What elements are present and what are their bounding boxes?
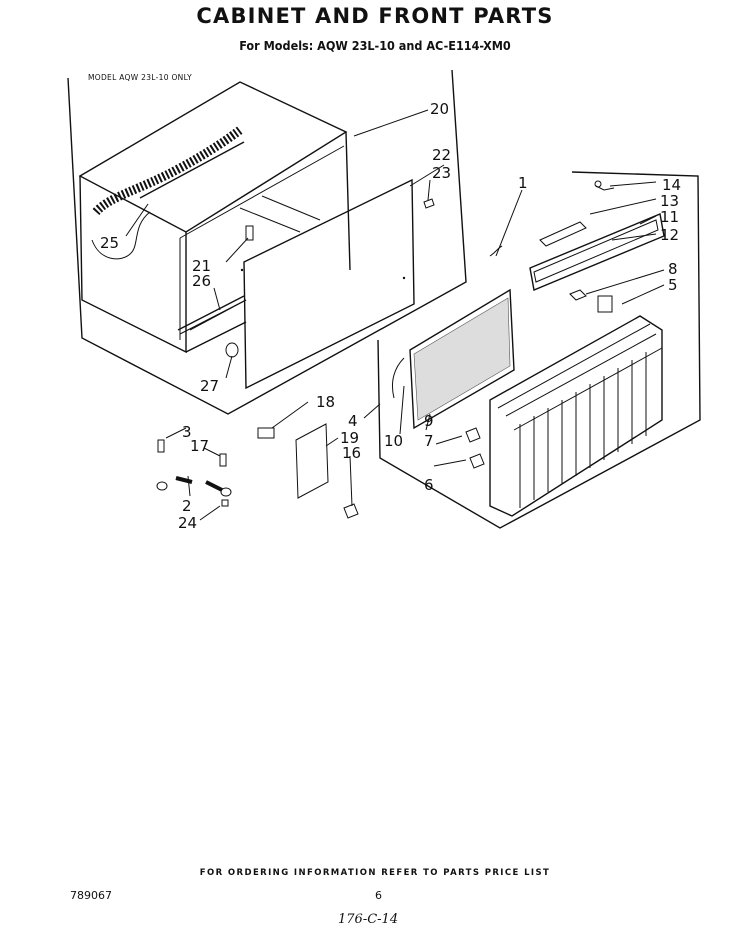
callout-7: 7 bbox=[424, 432, 434, 450]
callout-20: 19 bbox=[340, 429, 359, 447]
callout-21: 20 bbox=[430, 100, 449, 118]
callout-13: 13 bbox=[660, 192, 679, 210]
callout-17: 17 bbox=[190, 437, 209, 455]
callout-22: 21 bbox=[192, 257, 211, 275]
front-inset-frame bbox=[377, 171, 701, 529]
callout-1: 1 bbox=[518, 174, 528, 192]
callout-11: 11 bbox=[660, 208, 679, 226]
grille-louvers bbox=[519, 352, 647, 508]
callout-6: 6 bbox=[424, 476, 434, 494]
callout-12: 12 bbox=[660, 226, 679, 244]
callout-23: 22 bbox=[432, 146, 451, 164]
callout-16: 16 bbox=[342, 444, 361, 462]
front-grille-drawing bbox=[489, 295, 663, 517]
callout-14: 14 bbox=[662, 176, 681, 194]
callout-3: 3 bbox=[182, 423, 192, 441]
small-parts-front bbox=[391, 357, 485, 469]
callout-2: 2 bbox=[182, 497, 192, 515]
model-note: MODEL AQW 23L-10 ONLY bbox=[88, 73, 192, 82]
handwritten-note: 176-C-14 bbox=[338, 912, 399, 927]
callout-10: 10 bbox=[384, 432, 403, 450]
callout-19: 18 bbox=[316, 393, 335, 411]
page-title: CABINET AND FRONT PARTS bbox=[196, 4, 554, 28]
cabinet-drawing bbox=[78, 81, 435, 358]
callout-8: 8 bbox=[668, 260, 678, 278]
control-panel-drawing bbox=[489, 180, 665, 301]
ordering-info-note: FOR ORDERING INFORMATION REFER TO PARTS … bbox=[199, 868, 551, 878]
callout-4: 4 bbox=[348, 412, 358, 430]
page-subtitle: For Models: AQW 23L-10 and AC-E114-XM0 bbox=[239, 38, 511, 53]
cabinet-inset-frame bbox=[67, 69, 467, 415]
document-number: 789067 bbox=[70, 889, 112, 902]
leader-lines bbox=[125, 109, 665, 521]
callout-18: 24 bbox=[178, 514, 197, 532]
filter-drawing bbox=[409, 288, 515, 430]
callout-25: 25 bbox=[100, 234, 119, 252]
callout-24: 23 bbox=[432, 164, 451, 182]
callout-5: 5 bbox=[668, 276, 678, 294]
page-number: 6 bbox=[375, 889, 382, 902]
callout-26: 26 bbox=[192, 272, 211, 290]
callout-9: 9 bbox=[424, 412, 434, 430]
seal-panel-drawing bbox=[240, 178, 415, 390]
callout-labels: 20 22 23 25 21 26 27 1 14 13 11 12 8 5 1… bbox=[100, 100, 681, 532]
loose-parts-drawing bbox=[156, 423, 359, 519]
callout-27: 27 bbox=[200, 377, 219, 395]
